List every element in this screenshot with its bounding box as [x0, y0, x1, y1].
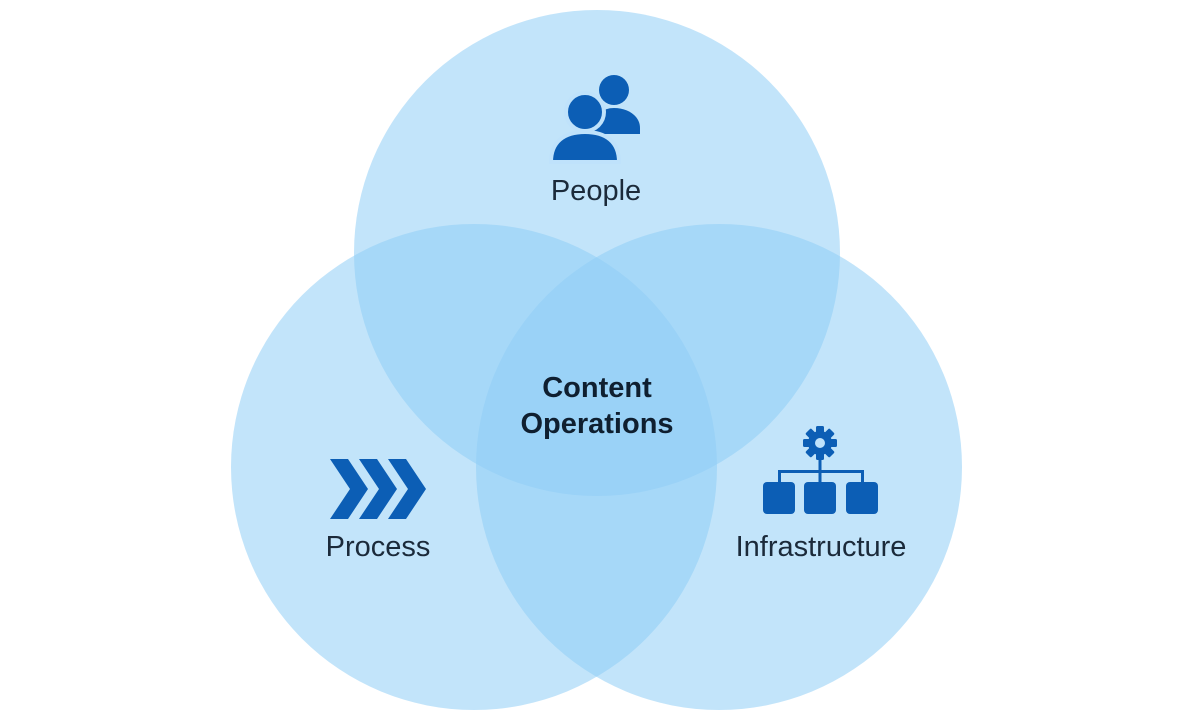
- people-label: People: [550, 175, 642, 207]
- people-icon: [548, 75, 640, 164]
- center-label: Content Operations: [520, 370, 673, 442]
- chevrons-right-icon: [330, 459, 426, 519]
- gear-hierarchy-icon: [763, 426, 878, 514]
- infrastructure-circle: [476, 224, 962, 710]
- process-label: Process: [325, 531, 431, 563]
- center-label-line2: Operations: [520, 408, 674, 440]
- infrastructure-label: Infrastructure: [735, 531, 907, 563]
- center-label-line1: Content: [542, 372, 652, 404]
